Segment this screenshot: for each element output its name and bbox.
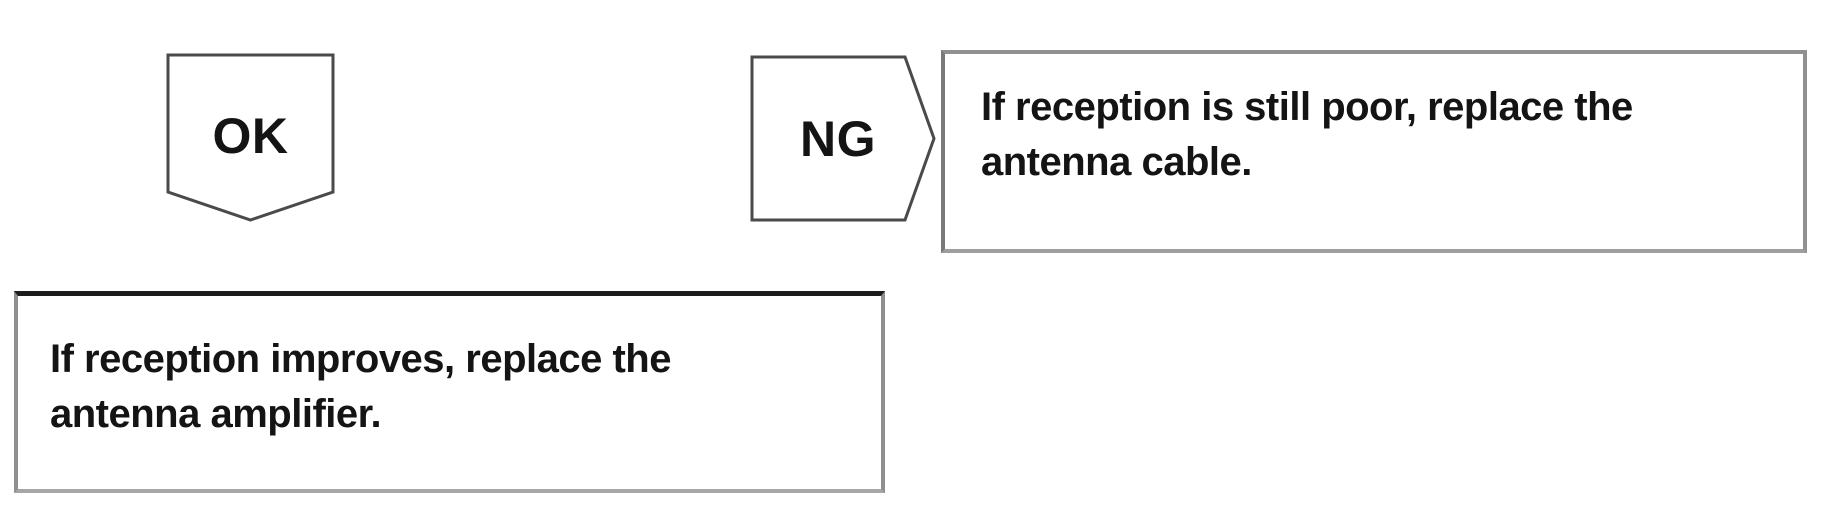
ng-outcome-box: If reception is still poor, replace the … xyxy=(941,50,1807,253)
ng-badge-label: NG xyxy=(800,110,876,167)
ok-badge-label: OK xyxy=(212,107,289,164)
ng-outcome-line-2: antenna cable. xyxy=(981,140,1252,184)
ok-result-shape: OK xyxy=(166,53,335,222)
pentagon-right-icon xyxy=(750,55,936,222)
ok-outcome-line-2: antenna amplifier. xyxy=(50,392,382,436)
ng-result-shape: NG xyxy=(750,55,938,222)
ok-outcome-box: If reception improves, replace the anten… xyxy=(14,291,885,493)
pentagon-down-icon xyxy=(166,53,335,222)
ok-outcome-line-1: If reception improves, replace the xyxy=(50,337,672,381)
ng-outcome-line-1: If reception is still poor, replace the xyxy=(981,85,1633,129)
